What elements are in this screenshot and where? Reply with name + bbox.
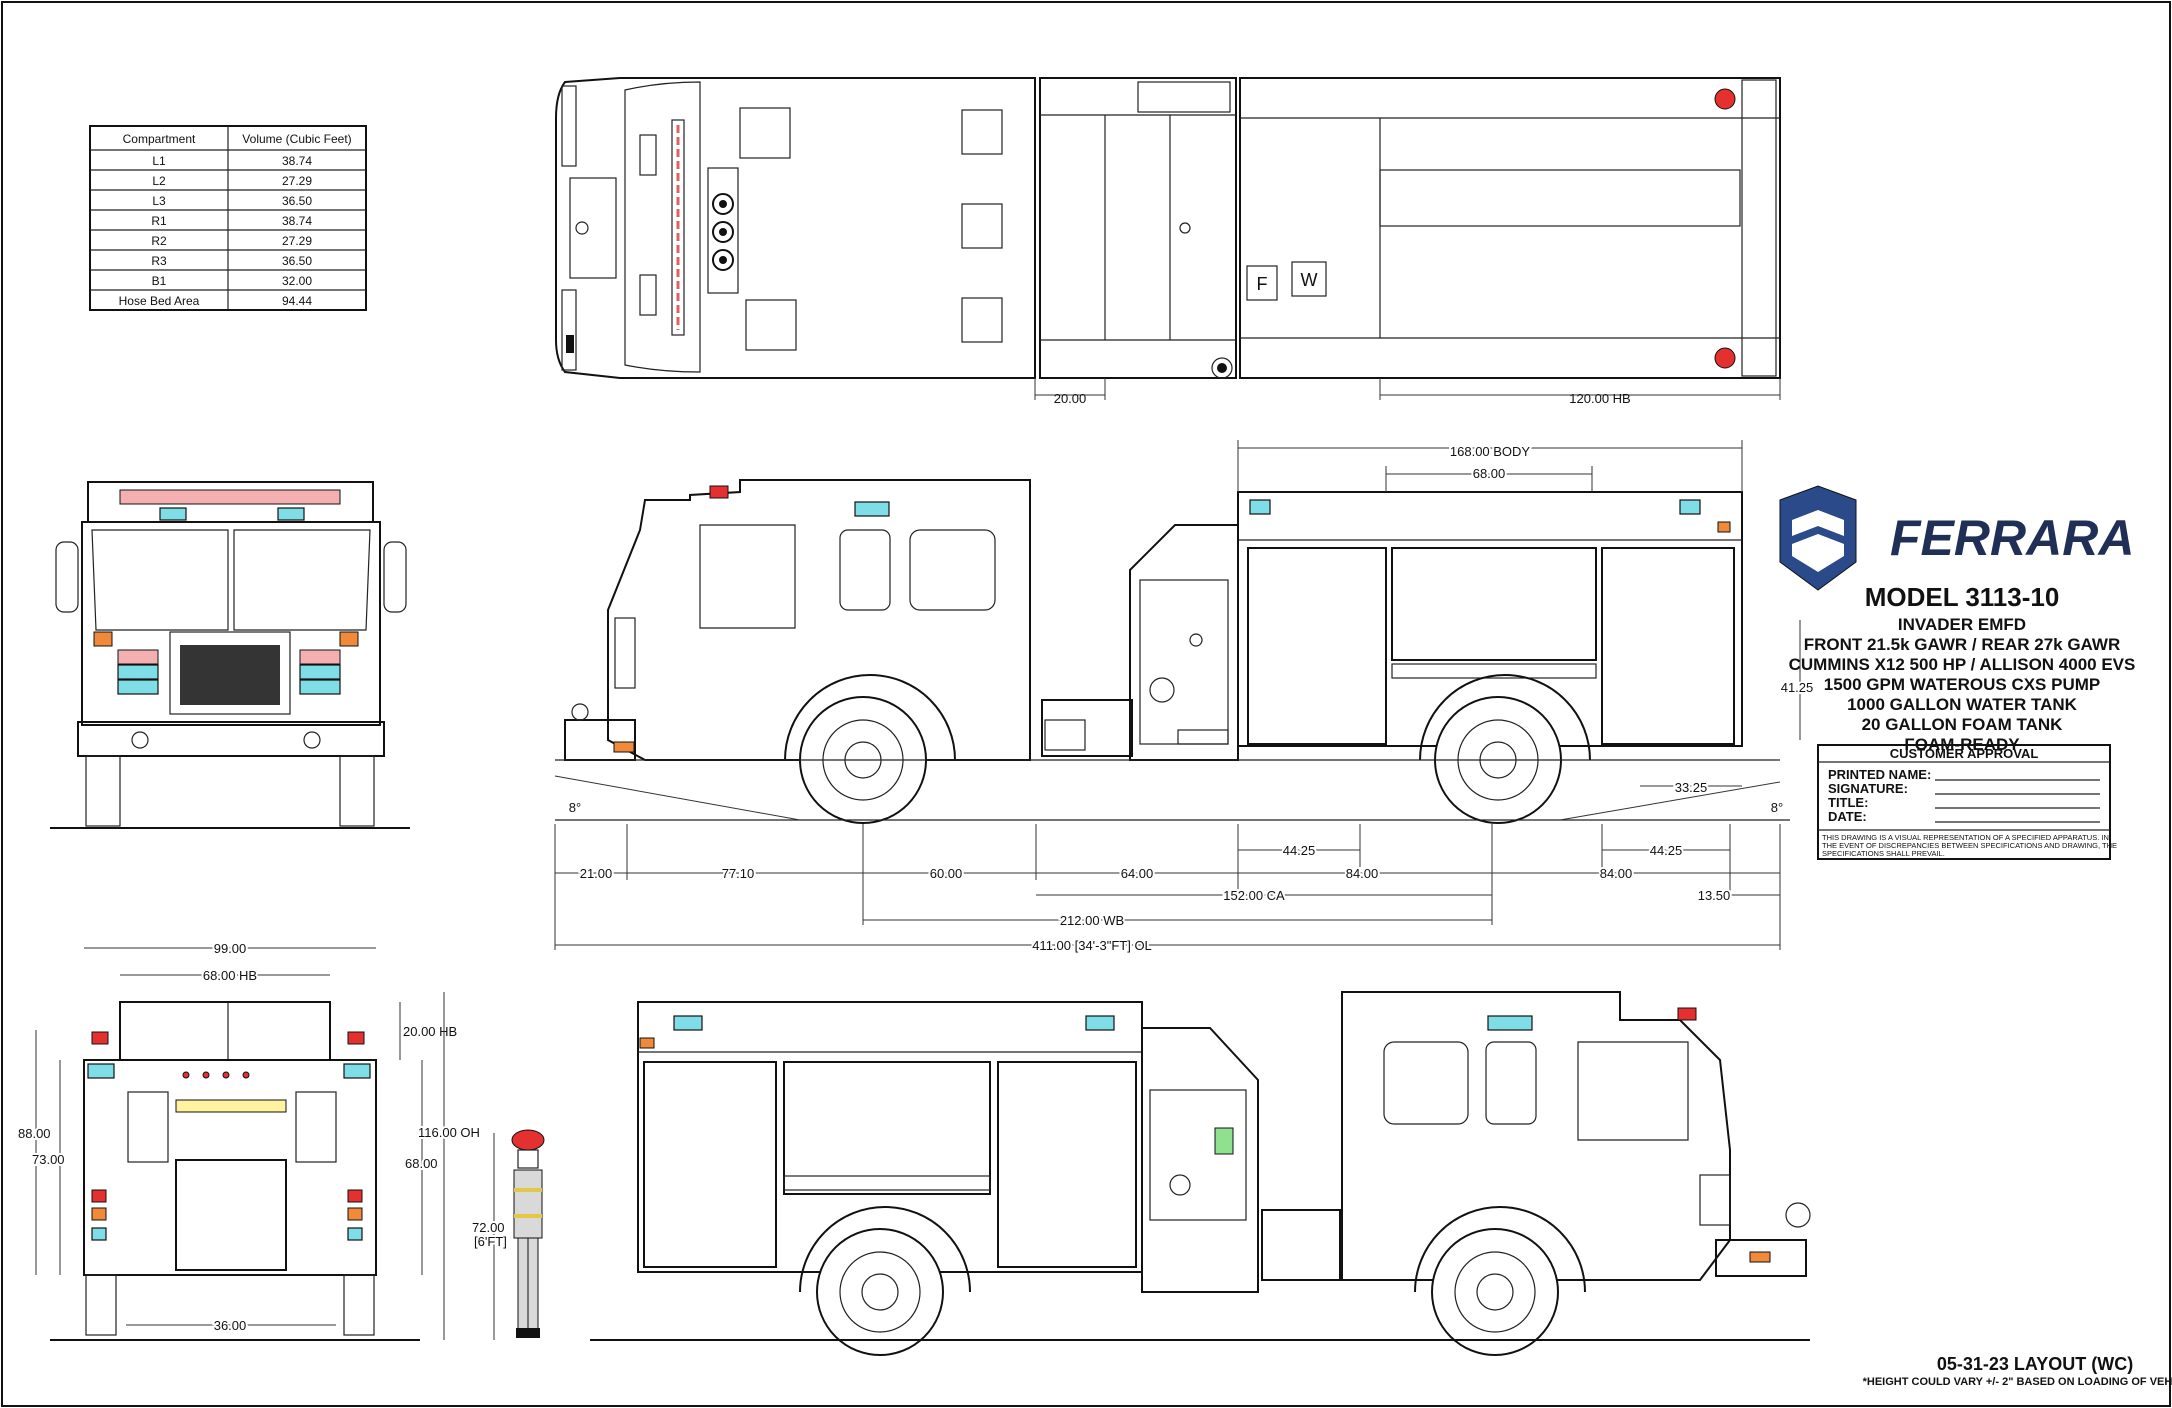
table-cell: 27.29: [282, 174, 312, 188]
dim-rear-axle: 36.00: [214, 1318, 247, 1333]
dim-rear-hosebed: 68.00 HB: [203, 968, 257, 983]
dim-cab-front: 77.10: [722, 866, 755, 881]
side-view-driver: 8° 8° 168.00 BODY 68.00 41.25 33.25 21.0…: [554, 440, 1815, 955]
table-cell: 94.44: [282, 294, 312, 308]
dim-rear-hb-height: 20.00 HB: [403, 1024, 457, 1039]
departure-angle: 8°: [1771, 800, 1783, 815]
spec-line: CUMMINS X12 500 HP / ALLISON 4000 EVS: [1789, 655, 2136, 674]
dim-sub-b: 44.25: [1650, 843, 1683, 858]
table-cell: B1: [152, 274, 167, 288]
table-cell: L2: [152, 174, 166, 188]
dim-body-length: 168.00 BODY: [1450, 444, 1531, 459]
table-cell: 32.00: [282, 274, 312, 288]
dim-rear-overhang: 13.50: [1698, 888, 1731, 903]
spec-line: INVADER EMFD: [1898, 615, 2026, 634]
approval-title: CUSTOMER APPROVAL: [1890, 746, 2039, 761]
approval-note-line: THIS DRAWING IS A VISUAL REPRESENTATION …: [1822, 833, 2109, 842]
foam-label: F: [1257, 274, 1268, 294]
spec-line: 1500 GPM WATEROUS CXS PUMP: [1824, 675, 2100, 694]
dim-body-front: 84.00: [1346, 866, 1379, 881]
dim-top-hosebed: 120.00 HB: [1569, 391, 1630, 406]
dim-pump-module: 64.00: [1121, 866, 1154, 881]
dim-rear-68: 68.00: [405, 1156, 438, 1171]
top-view: F W 20.00 120.00 HB: [555, 77, 1781, 406]
dim-center-comp: 68.00: [1473, 466, 1506, 481]
table-cell: R3: [151, 254, 167, 268]
water-tank-fill: [1291, 261, 1327, 297]
dim-overall-height: 116.00 OH: [418, 1125, 480, 1140]
dim-figure-height-ft: [6'FT]: [474, 1234, 507, 1249]
front-view: [50, 481, 410, 829]
approval-field-signature: SIGNATURE:: [1828, 781, 1908, 796]
brand-block: FERRARA MODEL 3113-10 INVADER EMFD FRONT…: [1779, 485, 2136, 754]
dim-rear-88: 88.00: [18, 1126, 51, 1141]
table-cell: Hose Bed Area: [119, 294, 200, 308]
brand-name: FERRARA: [1890, 510, 2134, 566]
dim-rear-73: 73.00: [32, 1152, 65, 1167]
spec-line: 1000 GALLON WATER TANK: [1847, 695, 2078, 714]
approval-field-printed-name: PRINTED NAME:: [1828, 767, 1931, 782]
approval-field-title: TITLE:: [1828, 795, 1868, 810]
approval-note-line: SPECIFICATIONS SHALL PREVAIL.: [1822, 849, 1945, 858]
water-label: W: [1301, 270, 1318, 290]
table-cell: 38.74: [282, 154, 312, 168]
table-cell: 36.50: [282, 254, 312, 268]
table-cell: R1: [151, 214, 167, 228]
table-cell: 27.29: [282, 234, 312, 248]
dim-overall-length: 411.00 [34'-3"FT] OL: [1032, 938, 1152, 953]
dim-body-rear: 84.00: [1600, 866, 1633, 881]
layout-date: 05-31-23 LAYOUT (WC): [1937, 1354, 2133, 1374]
foam-tank-fill: [1246, 265, 1278, 301]
table-cell: 38.74: [282, 214, 312, 228]
table-cell: L1: [152, 154, 166, 168]
dim-wheelbase: 212.00 WB: [1060, 913, 1124, 928]
approval-note-line: THE EVENT OF DISCREPANCIES BETWEEN SPECI…: [1822, 841, 2117, 850]
approach-angle: 8°: [569, 800, 581, 815]
table-header-compartment: Compartment: [123, 132, 196, 146]
spec-line: FRONT 21.5k GAWR / REAR 27k GAWR: [1804, 635, 2120, 654]
firefighter-figure: 72.00 [6'FT]: [470, 1129, 545, 1340]
dim-top-left: 20.00: [1054, 391, 1087, 406]
dim-sub-a: 44.25: [1283, 843, 1316, 858]
table-cell: R2: [151, 234, 167, 248]
customer-approval-box: CUSTOMER APPROVAL PRINTED NAME: SIGNATUR…: [1817, 744, 2117, 860]
dim-figure-height: 72.00: [472, 1220, 505, 1235]
table-header-volume: Volume (Cubic Feet): [242, 132, 351, 146]
dim-ca: 152.00 CA: [1223, 888, 1285, 903]
table-cell: L3: [152, 194, 166, 208]
dim-front-overhang: 21.00: [580, 866, 613, 881]
height-note: *HEIGHT COULD VARY +/- 2" BASED ON LOADI…: [1863, 1376, 2172, 1388]
approval-field-date: DATE:: [1828, 809, 1867, 824]
dim-rear-width: 99.00: [214, 941, 247, 956]
compartment-table: Compartment Volume (Cubic Feet) L1 38.74…: [89, 125, 367, 311]
table-cell: 36.50: [282, 194, 312, 208]
dim-cab-rear: 60.00: [930, 866, 963, 881]
spec-line: 20 GALLON FOAM TANK: [1862, 715, 2064, 734]
dim-right-height: 41.25: [1781, 680, 1814, 695]
dim-rear-step: 33.25: [1675, 780, 1708, 795]
rear-view: 99.00 68.00 HB 20.00 HB 88.00 73.00 68.0…: [16, 939, 482, 1341]
model-title: MODEL 3113-10: [1865, 582, 2060, 612]
side-view-passenger: [590, 991, 1811, 1356]
